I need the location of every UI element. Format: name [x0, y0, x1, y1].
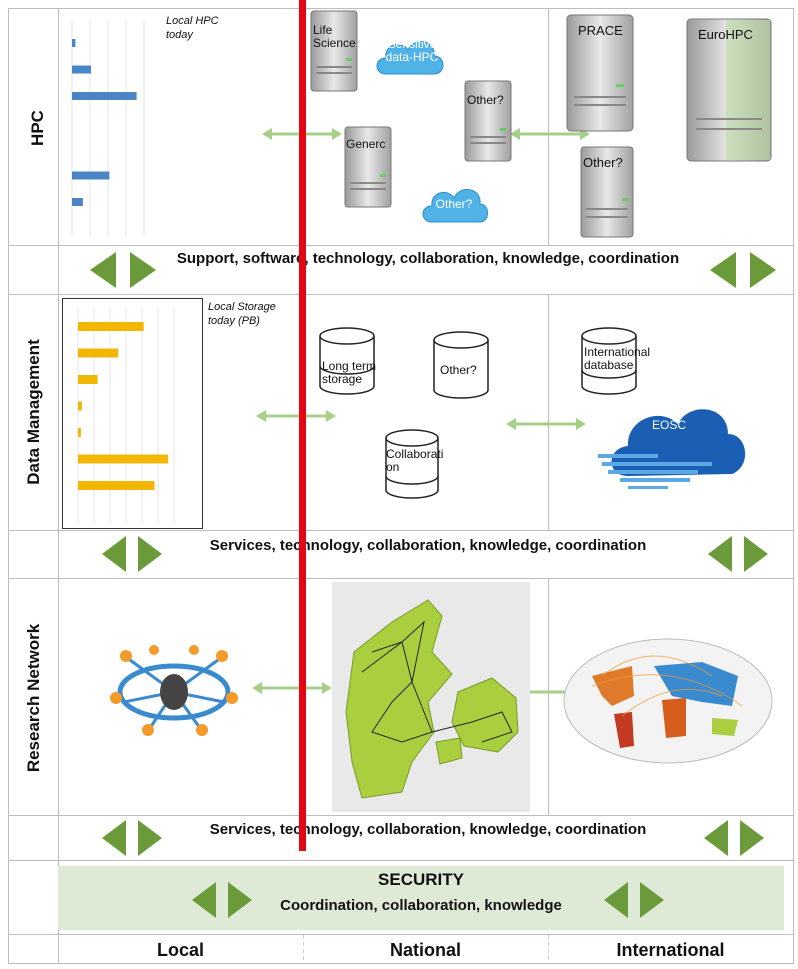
chart-bar	[78, 322, 144, 331]
local-hpc-chart	[71, 20, 145, 237]
row-label-hpc: HPC	[28, 110, 47, 146]
database-icon	[319, 327, 375, 395]
green-double-arrow-icon	[708, 536, 768, 572]
server-icon	[344, 126, 392, 208]
server-icon	[464, 80, 512, 162]
node-eurohpc: EuroHPC	[698, 27, 753, 42]
green-double-arrow-icon	[90, 252, 156, 288]
server-icon	[566, 14, 634, 132]
node-international-database: International database	[584, 345, 651, 372]
rn-services-band: Services, technology, collaboration, kno…	[209, 821, 647, 838]
local-national-divider	[299, 0, 306, 851]
column-label-local: Local	[156, 940, 204, 960]
chart-bar	[78, 481, 155, 490]
cloud-icon	[376, 41, 444, 75]
chart-bar	[72, 171, 110, 180]
node-other-international: Other?	[583, 155, 623, 170]
node-other-storage: Other?	[440, 363, 477, 377]
chart-bar	[78, 428, 81, 437]
column-label-national: National	[389, 940, 461, 960]
chart-bar	[72, 198, 83, 206]
world-network-map	[563, 638, 773, 764]
cloud-icon	[422, 189, 488, 223]
node-other-cloud: Other?	[435, 197, 473, 211]
server-icon	[580, 146, 634, 238]
local-hpc-caption: Local HPC today	[166, 15, 219, 41]
green-double-arrow-icon	[192, 882, 252, 918]
denmark-network-map	[332, 582, 530, 812]
database-icon	[385, 429, 439, 499]
server-icon	[310, 10, 358, 92]
green-double-arrow-icon	[604, 882, 664, 918]
node-other-server: Other?	[467, 93, 504, 107]
row-label-data-management: Data Management	[24, 339, 43, 485]
dm-connector-local-national	[256, 410, 336, 422]
local-storage-chart	[62, 298, 203, 529]
hpc-support-band: Support, software, technology, collabora…	[176, 250, 680, 267]
chart-bar	[72, 92, 137, 100]
database-icon	[581, 327, 637, 395]
green-double-arrow-icon	[102, 536, 162, 572]
node-long-term-storage: Long term storage	[322, 359, 377, 386]
eosc-cloud-logo	[598, 409, 746, 489]
row-label-research-network: Research Network	[24, 623, 43, 773]
dm-services-band: Services, technology, collaboration, kno…	[209, 537, 647, 554]
dm-connector-national-international	[506, 418, 586, 430]
chart-bar	[78, 375, 98, 384]
chart-bar	[78, 348, 119, 358]
local-storage-caption: Local Storage today (PB)	[208, 301, 276, 327]
node-sensitive-data-hpc: Sensitive data-HPC	[385, 37, 439, 64]
security-panel	[58, 866, 784, 930]
eosc-label: EOSC	[652, 418, 687, 432]
green-double-arrow-icon	[704, 820, 764, 856]
node-collaboration: Collaborati on	[386, 447, 444, 474]
rn-connector-local-national	[252, 682, 332, 694]
chart-bar	[78, 401, 82, 411]
server-icon	[686, 18, 772, 162]
security-subtitle: Coordination, collaboration, knowledge	[280, 897, 562, 914]
green-double-arrow-icon	[102, 820, 162, 856]
column-label-international: International	[616, 940, 725, 960]
node-life-science: Life Science	[313, 23, 356, 50]
chart-bar	[72, 39, 76, 47]
local-network-people-icon	[110, 645, 238, 736]
node-generic: Generc	[346, 137, 386, 151]
security-title: SECURITY	[378, 870, 464, 889]
database-icon	[433, 331, 489, 399]
green-double-arrow-icon	[710, 252, 776, 288]
node-prace: PRACE	[578, 23, 623, 38]
chart-bar	[72, 65, 92, 74]
chart-bar	[78, 454, 169, 464]
